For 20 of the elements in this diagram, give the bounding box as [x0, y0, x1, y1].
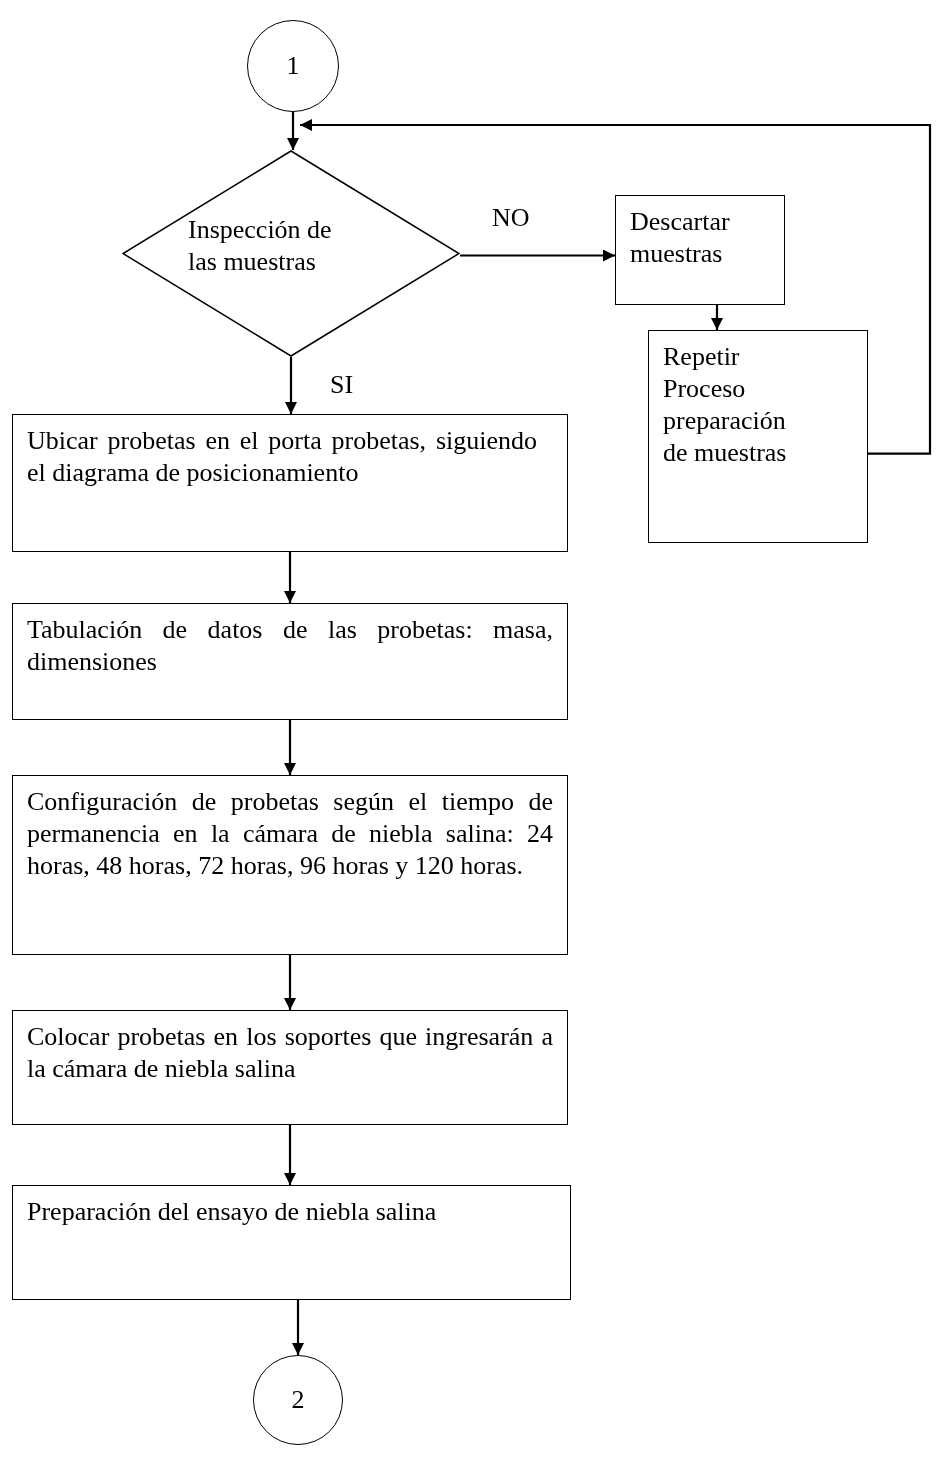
arrow	[460, 249, 615, 262]
process-box: Colocar probetas en los soportes que ingresarán a la cámara de niebla salina	[12, 1010, 568, 1125]
process-box: Tabulación de datos de las probetas: masa, dimensiones	[12, 603, 568, 720]
process-box: Repetir Proceso preparación de muestras	[648, 330, 868, 543]
connector-circle: 2	[253, 1355, 343, 1445]
process-box: Preparación del ensayo de niebla salina	[12, 1185, 571, 1300]
decision-text: Inspección de las muestras	[188, 214, 333, 278]
connector-circle: 1	[247, 20, 339, 112]
arrow	[284, 552, 296, 603]
arrow	[711, 305, 723, 330]
arrow	[284, 1125, 296, 1185]
process-box: Descartar muestras	[615, 195, 785, 305]
arrow	[292, 1300, 304, 1355]
arrow	[284, 720, 296, 775]
arrow	[287, 112, 299, 150]
process-box: Configuración de probetas según el tiempo de permanencia en la cámara de niebla salina: 24 horas, 48 horas, 72 horas, 96 horas y 120 horas.	[12, 775, 568, 955]
arrow	[285, 357, 297, 414]
process-box: Ubicar probetas en el porta probetas, siguiendo el diagrama de posicionamiento	[12, 414, 568, 552]
arrow	[284, 955, 296, 1010]
arrow	[300, 119, 932, 455]
